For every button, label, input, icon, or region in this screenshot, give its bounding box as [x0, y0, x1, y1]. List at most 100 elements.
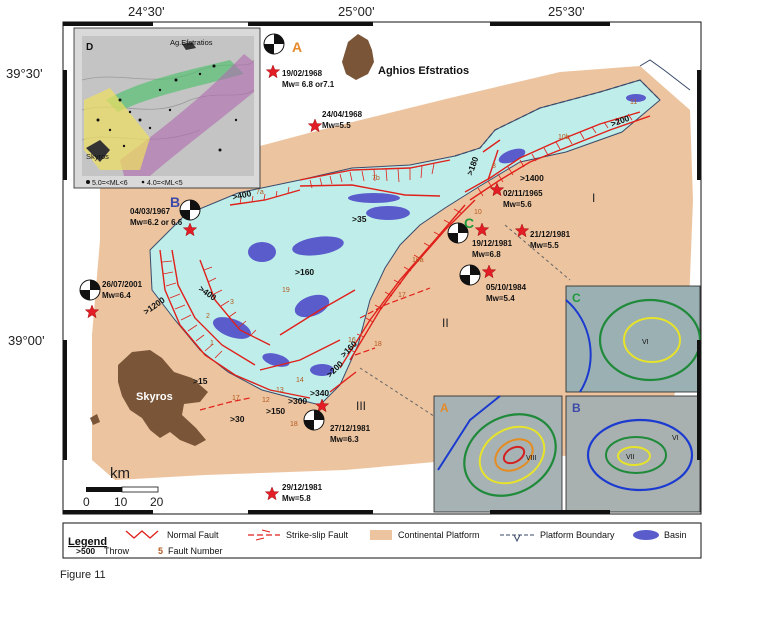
inset-c-coast [565, 299, 592, 393]
fault-tick [239, 186, 290, 205]
earthquake-star [474, 222, 490, 237]
eq-date: 19/02/1968 [282, 69, 323, 78]
earthquake-star [182, 222, 198, 237]
legend-boundary-tick [513, 534, 521, 543]
basin-shape [248, 242, 276, 262]
fault-number: 3 [230, 299, 234, 306]
eq-magnitude: Mw=5.5 [322, 121, 351, 130]
throw-label: >35 [352, 214, 367, 224]
basin-shape [498, 148, 526, 164]
eq-date: 05/10/1984 [486, 283, 527, 292]
inset-a-coast [437, 395, 501, 471]
eq-magnitude: Mw=6.3 [330, 435, 359, 444]
fault-number: 7b [372, 175, 380, 182]
beachball [179, 199, 201, 221]
eq-date: 24/04/1968 [322, 110, 363, 119]
scale-tick: 20 [150, 495, 164, 509]
island-aghios-efstratios [342, 34, 374, 80]
frame-bar [248, 22, 373, 26]
epicenter-dot [234, 118, 238, 122]
inset-d-green-zone [106, 60, 244, 112]
throw-label: >15 [193, 376, 208, 386]
basin-shape [262, 353, 290, 367]
eq-magnitude: Mw= 6.8 or7.1 [282, 80, 335, 89]
legend-dot-large [86, 180, 90, 184]
earthquake-star [489, 182, 505, 197]
frame-bar [697, 340, 701, 460]
fault-number: 8 [492, 163, 496, 170]
earthquake-star [264, 486, 280, 501]
legend-strike-slip-fault: Strike-slip Fault [286, 530, 349, 540]
beachball [79, 279, 101, 301]
inset-d: D Ag.Efstratios Skyros 5.0=<ML<6 4.0=<ML… [73, 27, 261, 189]
frame-ticks [63, 22, 701, 514]
map-frame [62, 21, 702, 515]
fault-number: 10b [558, 134, 570, 141]
zone-divider [359, 367, 441, 421]
legend-platform-swatch [370, 530, 392, 540]
eq-date: 04/03/1967 [130, 207, 171, 216]
frame-bar [63, 510, 153, 514]
legend-dot-small [141, 180, 145, 184]
legend-platform-boundary: Platform Boundary [540, 530, 615, 540]
legend: Legend Normal Fault Strike-slip Fault Co… [62, 522, 702, 559]
strike-slip-fault [359, 287, 431, 319]
beachball [447, 222, 469, 244]
fault-tick [309, 163, 435, 189]
throw-label: >150 [266, 406, 285, 416]
legend-fault-number-example: 5 [158, 546, 163, 556]
zone-label-ii: II [442, 316, 449, 330]
inset-d-panel-letter: D [86, 42, 93, 53]
frame-bar [697, 70, 701, 180]
basin-shape [212, 317, 252, 339]
marker-letter-c: C [464, 215, 474, 231]
epicenter-dot [138, 118, 142, 122]
epicenter-dot [174, 78, 178, 82]
figure-caption: Figure 11 [60, 569, 106, 581]
fault-number: 1 [210, 340, 214, 347]
inset-a-isoseismal-2 [478, 425, 546, 485]
eq-magnitude: Mw=6.4 [102, 291, 131, 300]
eq-date: 29/12/1981 [282, 483, 323, 492]
frame-bar [490, 22, 610, 26]
marker-letter-b: B [170, 194, 180, 210]
earthquake-stars [84, 64, 530, 501]
epicenter-dot [96, 118, 100, 122]
beachball [303, 409, 325, 431]
lon-label: 25°00' [338, 4, 375, 19]
inset-a-intensity-label: VIII [526, 455, 537, 462]
legend-throw: Throw [104, 546, 130, 556]
inset-d-island [182, 42, 196, 50]
zone-divider [504, 224, 571, 281]
inset-c-panel-letter: C [572, 291, 581, 305]
fault-number: 17 [232, 395, 240, 402]
fault-number: 12 [262, 397, 270, 404]
throw-label: >160 [295, 267, 314, 277]
normal-fault [171, 249, 256, 366]
eq-date: 26/07/2001 [102, 280, 143, 289]
inset-a-isoseismal-4 [502, 445, 526, 465]
frame-bar [248, 510, 373, 514]
inset-a-frame [433, 395, 563, 513]
lon-label: 24°30' [128, 4, 165, 19]
epicenter-dot [148, 126, 152, 130]
scale-unit: km [110, 465, 130, 482]
inset-d-label-skyros: Skyros [86, 152, 109, 161]
inset-d-island [86, 140, 110, 162]
legend-strike-slip-arrows [255, 529, 271, 541]
strike-slip-fault [354, 347, 376, 356]
legend-basin: Basin [664, 530, 687, 540]
fault-number: 18 [374, 341, 382, 348]
eq-date: 21/12/1981 [530, 230, 571, 239]
throw-label: >300 [288, 396, 307, 406]
normal-fault [339, 204, 466, 369]
earthquake-labels: 19/02/1968 Mw= 6.8 or7.1 24/04/1968 Mw=5… [102, 69, 571, 503]
scale-bar-segment [121, 486, 159, 493]
legend-box [62, 522, 702, 559]
inset-b: B VII VI [565, 395, 701, 513]
normal-fault [279, 289, 356, 336]
eq-magnitude: Mw=5.8 [282, 494, 311, 503]
basin-shape [292, 236, 344, 256]
fault-number: 13 [276, 387, 284, 394]
